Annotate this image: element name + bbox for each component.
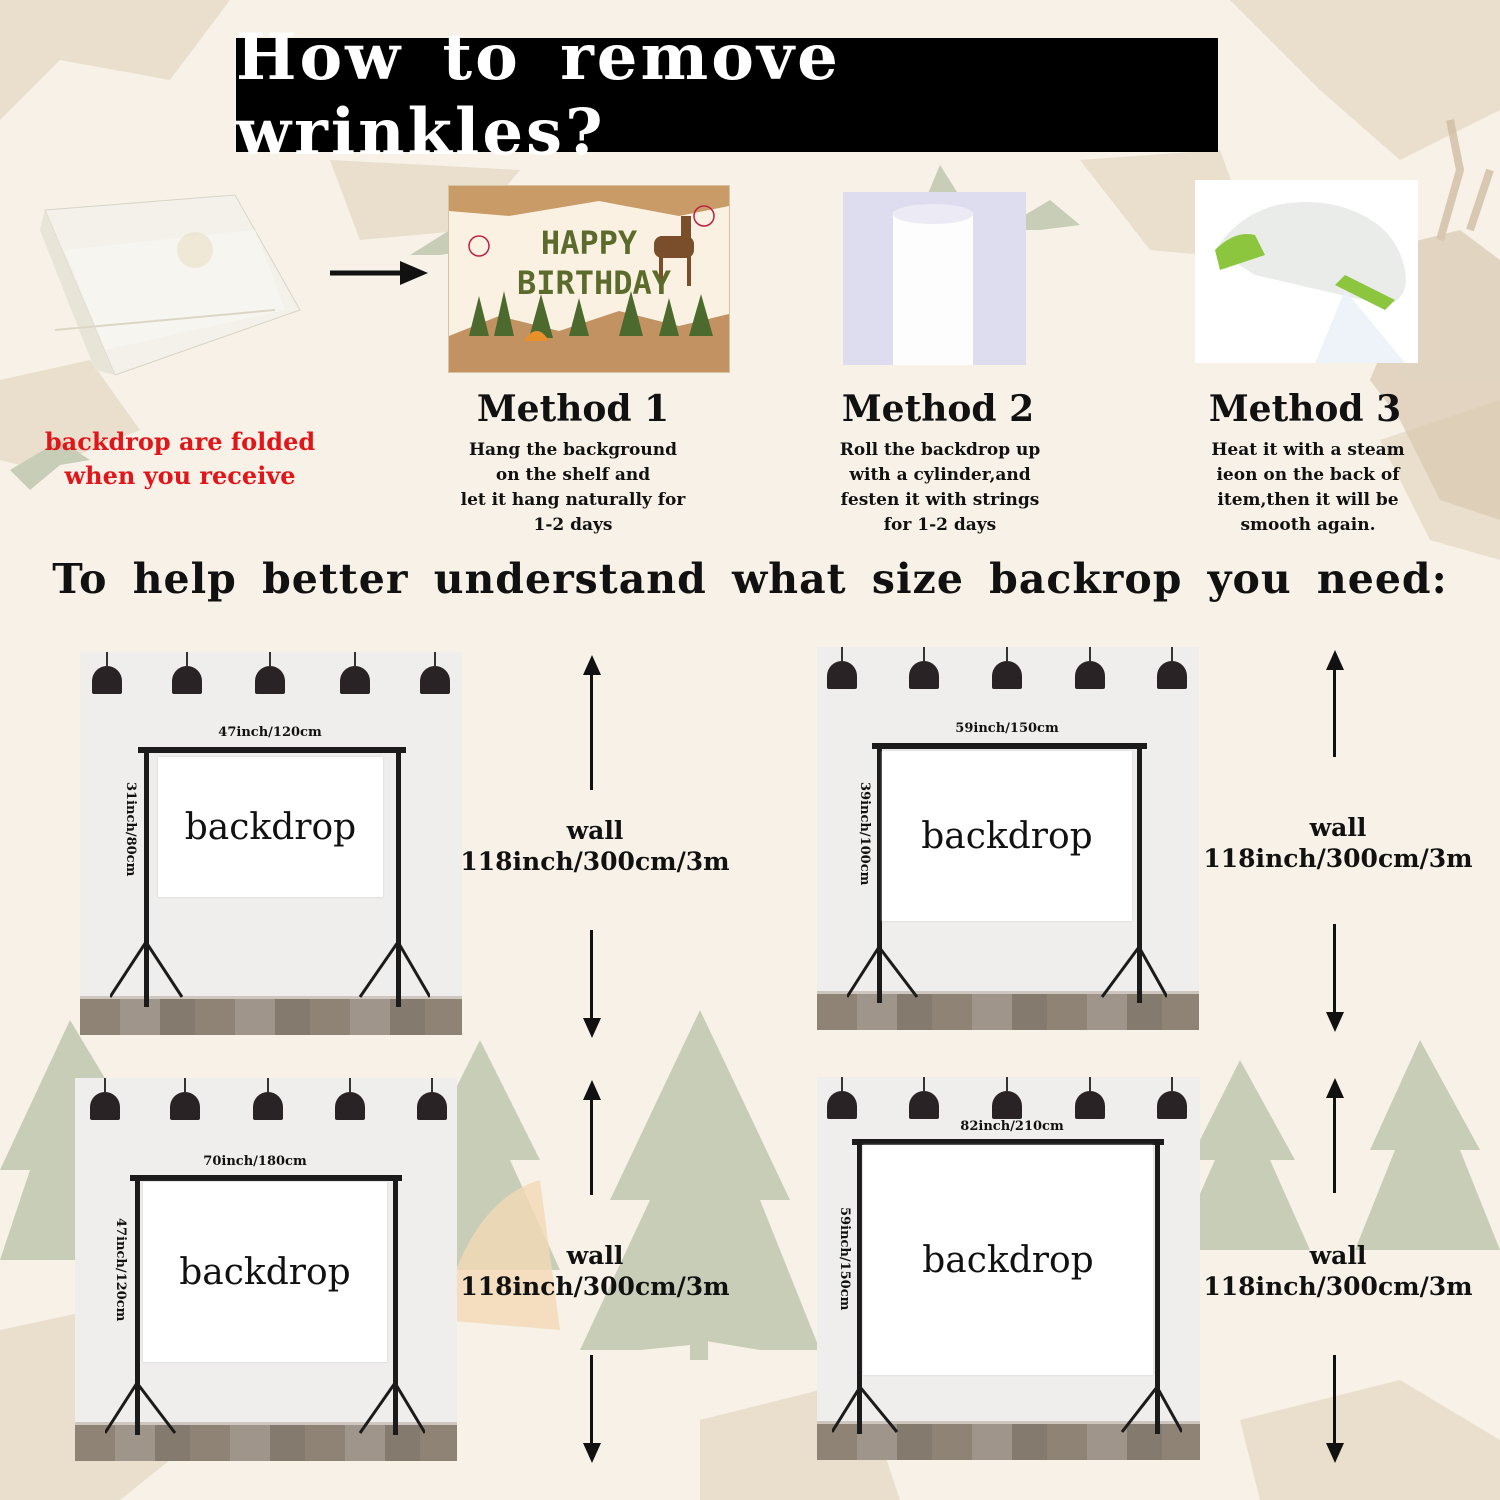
method-1-desc: Hang the background on the shelf and let… xyxy=(460,440,686,535)
size-panel-4: 82inch/210cm backdrop 59inch/150cm xyxy=(817,1077,1200,1460)
size-panel-2: 59inch/150cm backdrop 39inch/100cm xyxy=(817,647,1199,1030)
size-panel-1: 47inch/120cm backdrop 31inch/80cm xyxy=(80,652,462,1035)
backdrop-label: backdrop xyxy=(921,815,1093,857)
lamp-icon xyxy=(1075,1091,1105,1119)
size-heading: To help better understand what size back… xyxy=(52,555,1448,603)
backdrop-label: backdrop xyxy=(922,1239,1094,1281)
arrow-down-icon xyxy=(583,1018,601,1038)
backdrop-sheet: backdrop xyxy=(158,757,383,897)
width-dimension: 70inch/180cm xyxy=(203,1154,307,1169)
folded-note: backdrop are folded when you receive xyxy=(44,427,316,490)
arrow-up-icon xyxy=(583,655,601,675)
width-dimension: 82inch/210cm xyxy=(960,1119,1064,1134)
banner-text-happy: HAPPY xyxy=(540,224,638,262)
arrow-up-icon xyxy=(1326,650,1344,670)
lamp-icon xyxy=(417,1092,447,1120)
banner-text-birthday: BIRTHDAY xyxy=(516,264,672,302)
width-dimension: 47inch/120cm xyxy=(218,725,322,740)
backdrop-label: backdrop xyxy=(179,1251,351,1293)
lamp-icon xyxy=(253,1092,283,1120)
height-dimension: 59inch/150cm xyxy=(837,1207,852,1311)
lamp-icon xyxy=(1157,1091,1187,1119)
lamp-icon xyxy=(90,1092,120,1120)
folded-cloth-icon xyxy=(40,194,301,376)
lamp-icon xyxy=(1157,661,1187,689)
method-3-desc: Heat it with a steam ieon on the back of… xyxy=(1211,440,1405,535)
height-dimension: 39inch/100cm xyxy=(857,782,872,886)
lamp-icon xyxy=(92,666,122,694)
lamp-icon xyxy=(420,666,450,694)
lamp-icon xyxy=(172,666,202,694)
backdrop-sheet: backdrop xyxy=(882,751,1132,921)
arrow-up-icon xyxy=(1326,1078,1344,1098)
size-panel-3: 70inch/180cm backdrop 47inch/120cm xyxy=(75,1078,457,1461)
arrow-up-icon xyxy=(583,1080,601,1100)
lamp-icon xyxy=(909,1091,939,1119)
backdrop-sheet: backdrop xyxy=(143,1182,387,1362)
method-2-title: Method 2 xyxy=(841,388,1035,430)
method-1-title: Method 1 xyxy=(476,388,670,430)
steamer-image xyxy=(1195,180,1418,363)
lamp-icon xyxy=(992,1091,1022,1119)
lamp-icon xyxy=(992,661,1022,689)
method-3-title: Method 3 xyxy=(1208,388,1402,430)
birthday-banner-image: HAPPY BIRTHDAY xyxy=(448,185,730,373)
width-dimension: 59inch/150cm xyxy=(955,721,1059,736)
lamp-icon xyxy=(340,666,370,694)
lamp-icon xyxy=(827,661,857,689)
rolled-backdrop-image xyxy=(843,192,1026,365)
lamp-icon xyxy=(1075,661,1105,689)
page-title: How to remove wrinkles? xyxy=(236,20,1218,170)
lamp-icon xyxy=(255,666,285,694)
lamp-icon xyxy=(909,661,939,689)
lamp-icon xyxy=(827,1091,857,1119)
backdrop-label: backdrop xyxy=(184,806,357,848)
backdrop-sheet: backdrop xyxy=(863,1145,1153,1375)
lamp-icon xyxy=(335,1092,365,1120)
method-2-desc: Roll the backdrop up with a cylinder,and… xyxy=(839,440,1041,535)
height-dimension: 47inch/120cm xyxy=(113,1218,128,1322)
height-dimension: 31inch/80cm xyxy=(123,782,138,877)
lamp-icon xyxy=(170,1092,200,1120)
arrow-down-icon xyxy=(1326,1443,1344,1463)
arrow-down-icon xyxy=(1326,1012,1344,1032)
right-arrow-icon xyxy=(330,261,428,285)
arrow-down-icon xyxy=(583,1443,601,1463)
folded-backdrop-image xyxy=(35,190,315,380)
